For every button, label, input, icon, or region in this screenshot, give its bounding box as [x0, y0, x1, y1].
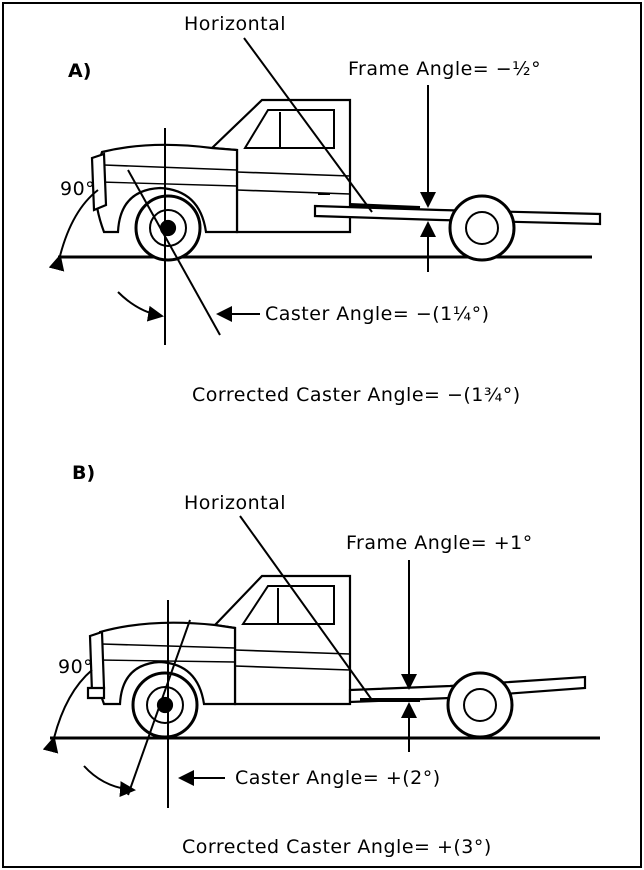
horizontal-label-a: Horizontal — [184, 13, 287, 35]
truck-a — [90, 98, 602, 262]
horizontal-pointer-b — [239, 515, 373, 701]
frame-angle-label-b: Frame Angle= +1° — [346, 532, 533, 554]
corrected-caster-label-b: Corrected Caster Angle= +(3°) — [182, 836, 492, 858]
frame-angle-label-a: Frame Angle= −½° — [348, 58, 542, 80]
panel-a-label: A) — [68, 60, 92, 82]
corrected-caster-label-a: Corrected Caster Angle= −(1¾°) — [192, 384, 521, 406]
steering-axis-b — [127, 619, 191, 796]
panel-b-label: B) — [72, 462, 96, 484]
truck-b — [86, 574, 587, 739]
caster-angle-label-a: Caster Angle= −(1¼°) — [265, 303, 490, 325]
ninety-degree-label-b: 90° — [58, 656, 94, 678]
panel-b-drawing — [42, 515, 600, 808]
steering-axis-a — [127, 169, 221, 336]
panel-a-drawing — [48, 37, 602, 345]
horizontal-pointer-a — [243, 37, 373, 213]
ninety-degree-label-a: 90° — [60, 178, 96, 200]
horizontal-label-b: Horizontal — [184, 492, 287, 514]
caster-angle-label-b: Caster Angle= +(2°) — [235, 767, 441, 789]
